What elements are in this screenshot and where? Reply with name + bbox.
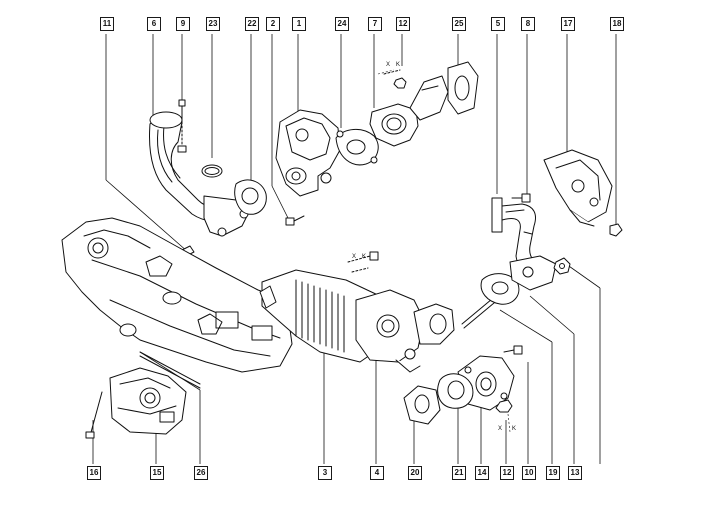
callout-23: 23 xyxy=(206,17,220,31)
callout-22: 22 xyxy=(245,17,259,31)
tool-mark-low-x: X xyxy=(498,426,502,432)
o-ring-part-23 xyxy=(201,164,223,178)
egr-cooler-part-3 xyxy=(259,269,381,363)
tool-mark-mid: X K xyxy=(352,254,366,260)
tool-mark-top: X K xyxy=(377,62,400,75)
gasket-part-20 xyxy=(403,385,441,425)
bolt-part-16 xyxy=(85,391,103,439)
callout-12-top: 12 xyxy=(396,17,410,31)
tool-mark-top-k: K xyxy=(396,62,400,68)
tool-mark-top-x: X xyxy=(386,62,390,68)
gasket-part-19 xyxy=(480,273,520,305)
egr-pipe-upper xyxy=(149,111,249,237)
callout-19: 19 xyxy=(546,466,560,480)
nut-part-12-bottom xyxy=(495,399,513,413)
cooler-valve-part-4 xyxy=(355,289,455,373)
callout-1: 1 xyxy=(292,17,306,31)
callout-3: 3 xyxy=(318,466,332,480)
callout-26: 26 xyxy=(194,466,208,480)
egr-valve-part-1 xyxy=(275,109,341,197)
callout-4: 4 xyxy=(370,466,384,480)
studs-cooler-top xyxy=(347,251,379,273)
callout-18: 18 xyxy=(610,17,624,31)
callout-12-bottom: 12 xyxy=(500,466,514,480)
callout-6: 6 xyxy=(147,17,161,31)
bolt-part-9 xyxy=(177,99,187,153)
gasket-part-25 xyxy=(447,61,479,115)
egr-actuator-part-15 xyxy=(109,367,187,435)
tool-mark-mid-k: K xyxy=(362,254,366,260)
callout-20: 20 xyxy=(408,466,422,480)
callout-9: 9 xyxy=(176,17,190,31)
callout-7: 7 xyxy=(368,17,382,31)
callout-16: 16 xyxy=(87,466,101,480)
callout-13: 13 xyxy=(568,466,582,480)
tool-mark-low-k: K xyxy=(512,426,516,432)
nut-part-12-top xyxy=(383,69,407,89)
flange-part-7 xyxy=(369,75,449,147)
gasket-part-22 xyxy=(234,179,267,215)
gasket-part-24 xyxy=(335,129,379,166)
bolt-near-part-14 xyxy=(503,345,523,355)
callout-10: 10 xyxy=(522,466,536,480)
callout-5: 5 xyxy=(491,17,505,31)
callout-21: 21 xyxy=(452,466,466,480)
tool-mark-low: X K xyxy=(498,413,516,433)
callout-11: 11 xyxy=(100,17,114,31)
callout-14: 14 xyxy=(475,466,489,480)
gasket-part-21 xyxy=(437,373,474,409)
bolt-part-8 xyxy=(511,193,531,203)
cylinder-head-body xyxy=(61,217,293,373)
callout-8: 8 xyxy=(521,17,535,31)
bolt-part-18 xyxy=(609,223,623,237)
callout-25: 25 xyxy=(452,17,466,31)
tool-mark-mid-x: X xyxy=(352,254,356,260)
callout-2: 2 xyxy=(266,17,280,31)
callout-17: 17 xyxy=(561,17,575,31)
callout-15: 15 xyxy=(150,466,164,480)
bolt-part-2 xyxy=(285,215,305,226)
rod-part-26 xyxy=(139,351,201,389)
callout-24: 24 xyxy=(335,17,349,31)
nut-part-13 xyxy=(553,257,571,275)
pipe-part-5 xyxy=(491,197,557,291)
heat-shield-part-17 xyxy=(543,149,613,227)
